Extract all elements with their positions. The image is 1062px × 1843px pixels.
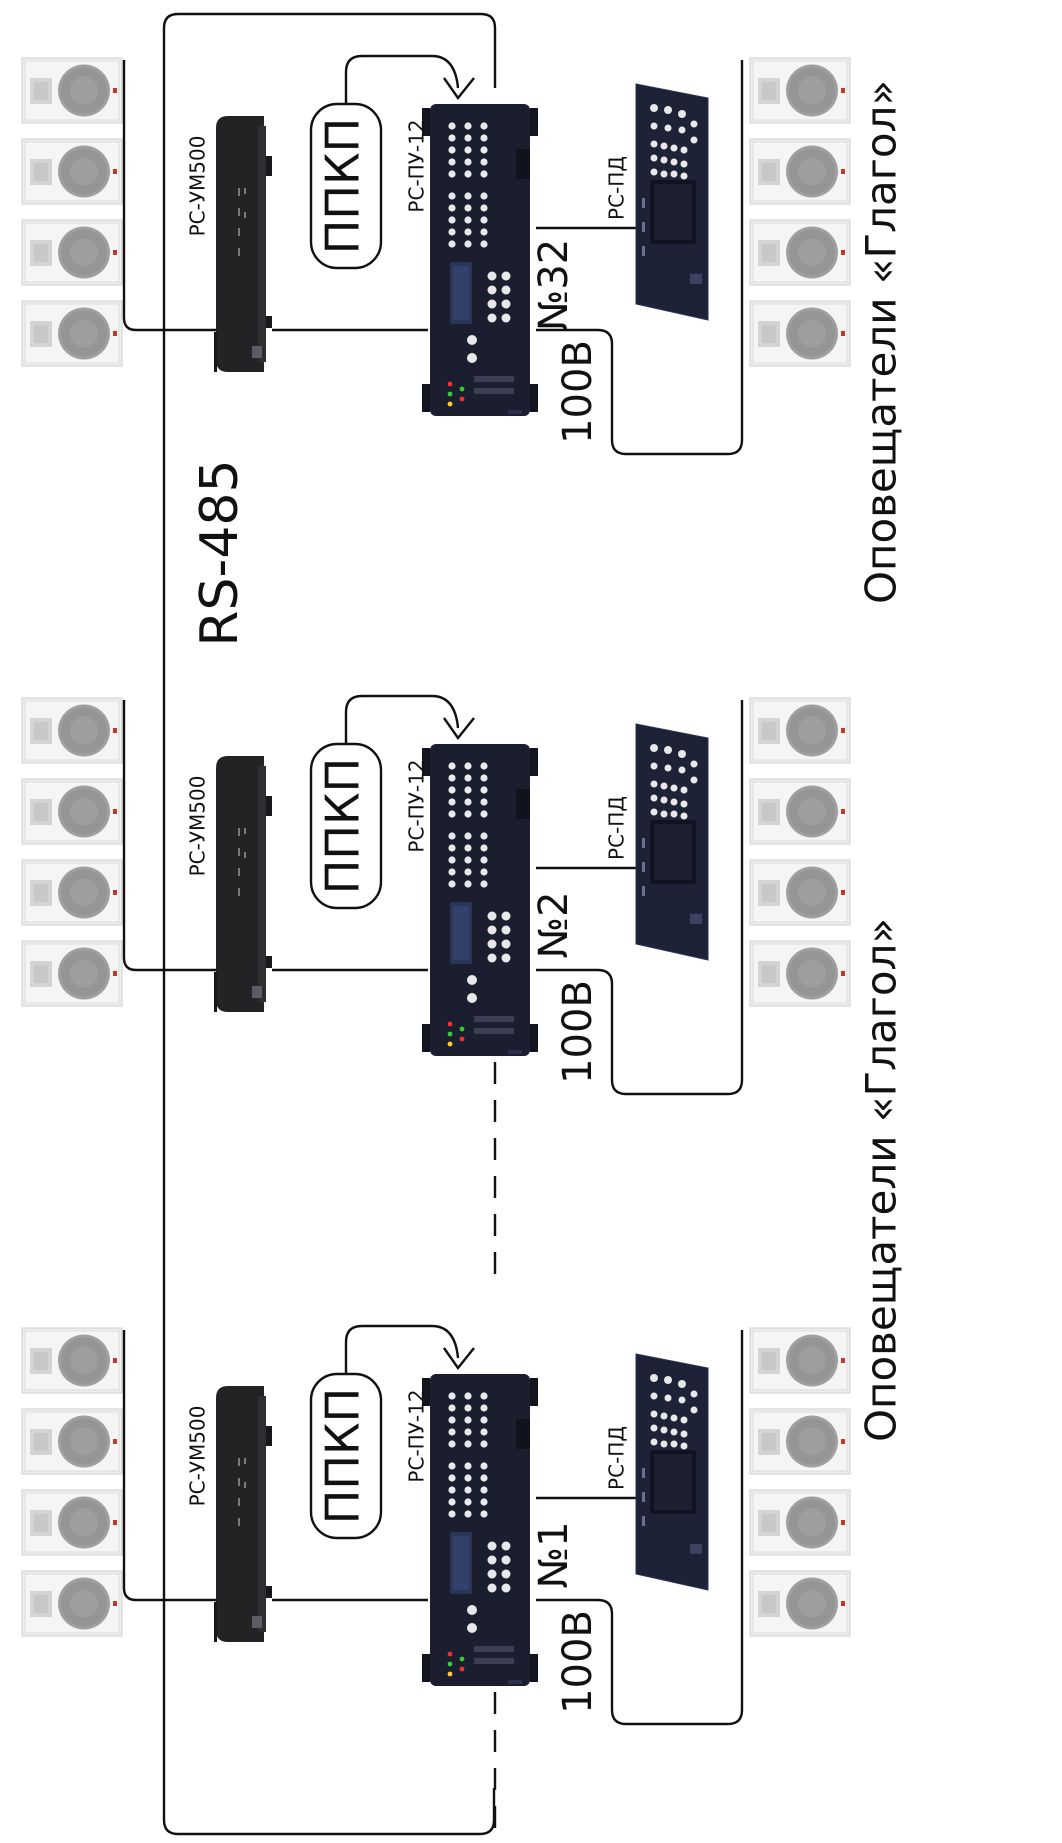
left-speaker-group — [21, 57, 123, 367]
loudspeaker-glagol — [21, 1327, 123, 1394]
arrow-head — [443, 717, 475, 741]
loudspeaker-glagol — [21, 940, 123, 1007]
speaker-caption: Оповещатели «Глагол» — [857, 80, 906, 604]
zone-unit-3: ППКП РС-УМ500 РС-ПУ-12 РС-ПД №32 100В Оповещат… — [21, 54, 906, 604]
rs485-bus: RS-485 — [162, 12, 497, 1836]
loudspeaker-glagol — [749, 219, 851, 286]
remote-desk-device — [635, 723, 709, 961]
controller-device — [422, 1374, 538, 1686]
loudspeaker-glagol — [21, 1570, 123, 1637]
amplifier-device — [214, 116, 272, 372]
unit-number-label: №2 — [531, 891, 577, 958]
amplifier-model-label: РС-УМ500 — [186, 136, 210, 237]
line-100v-speaker-run — [536, 60, 744, 456]
controller-model-label: РС-ПУ-12 — [405, 119, 429, 212]
amplifier-speaker-line — [122, 1330, 216, 1602]
arrow-head — [443, 77, 475, 101]
amplifier-speaker-line — [122, 700, 216, 972]
loudspeaker-glagol — [749, 697, 851, 764]
loudspeaker-glagol — [749, 1408, 851, 1475]
line-voltage-label: 100В — [555, 980, 601, 1084]
right-speaker-group — [749, 1327, 851, 1637]
loudspeaker-glagol — [749, 300, 851, 367]
loudspeaker-glagol — [749, 1489, 851, 1556]
alarm-panel-label: ППКП — [316, 758, 370, 894]
loudspeaker-glagol — [749, 940, 851, 1007]
amplifier-speaker-line — [122, 60, 216, 332]
right-speaker-group — [749, 697, 851, 1007]
zone-unit-2: ППКП РС-УМ500 РС-ПУ-12 РС-ПД №2 100В Оповещате… — [21, 694, 906, 1442]
controller-device — [422, 744, 538, 1056]
alarm-panel-arrow — [344, 1324, 460, 1374]
speaker-caption: Оповещатели «Глагол» — [857, 918, 906, 1442]
controller-model-label: РС-ПУ-12 — [405, 1389, 429, 1482]
alarm-panel-arrow — [344, 54, 460, 104]
left-speaker-group — [21, 697, 123, 1007]
right-speaker-group — [749, 57, 851, 367]
controller-device — [422, 104, 538, 416]
remote-desk-device — [635, 1353, 709, 1591]
unit-number-label: №32 — [531, 239, 577, 332]
alarm-panel-box — [309, 102, 383, 270]
left-speaker-group — [21, 1327, 123, 1637]
alarm-panel-box — [309, 742, 383, 910]
loudspeaker-glagol — [21, 219, 123, 286]
arrow-head — [443, 1347, 475, 1371]
zone-unit-1: ППКП РС-УМ500 РС-ПУ-12 РС-ПД №1 100В — [21, 1324, 851, 1843]
loudspeaker-glagol — [749, 138, 851, 205]
line-100v-speaker-run — [536, 700, 744, 1096]
remote-desk-model-label: РС-ПД — [605, 156, 629, 220]
remote-desk-device — [635, 83, 709, 321]
loudspeaker-glagol — [749, 1570, 851, 1637]
controller-model-label: РС-ПУ-12 — [405, 759, 429, 852]
remote-desk-model-label: РС-ПД — [605, 796, 629, 860]
loudspeaker-glagol — [21, 300, 123, 367]
remote-desk-model-label: РС-ПД — [605, 1426, 629, 1490]
alarm-panel-label: ППКП — [316, 1388, 370, 1524]
amplifier-device — [214, 1386, 272, 1642]
loudspeaker-glagol — [21, 859, 123, 926]
amplifier-device — [214, 756, 272, 1012]
rs485-bus-label: RS-485 — [190, 459, 250, 646]
alarm-panel-label: ППКП — [316, 118, 370, 254]
line-voltage-label: 100В — [555, 340, 601, 444]
loudspeaker-glagol — [21, 1408, 123, 1475]
loudspeaker-glagol — [21, 1489, 123, 1556]
loudspeaker-glagol — [21, 138, 123, 205]
line-100v-speaker-run — [536, 1330, 744, 1726]
amplifier-model-label: РС-УМ500 — [186, 776, 210, 877]
unit-number-label: №1 — [531, 1521, 577, 1588]
line-voltage-label: 100В — [555, 1610, 601, 1714]
loudspeaker-glagol — [21, 778, 123, 845]
loudspeaker-glagol — [749, 57, 851, 124]
loudspeaker-glagol — [21, 57, 123, 124]
rs485-bus-loop — [162, 12, 497, 1836]
loudspeaker-glagol — [749, 859, 851, 926]
loudspeaker-glagol — [21, 697, 123, 764]
loudspeaker-glagol — [749, 778, 851, 845]
loudspeaker-glagol — [749, 1327, 851, 1394]
alarm-panel-arrow — [344, 694, 460, 744]
alarm-panel-box — [309, 1372, 383, 1540]
amplifier-model-label: РС-УМ500 — [186, 1406, 210, 1507]
